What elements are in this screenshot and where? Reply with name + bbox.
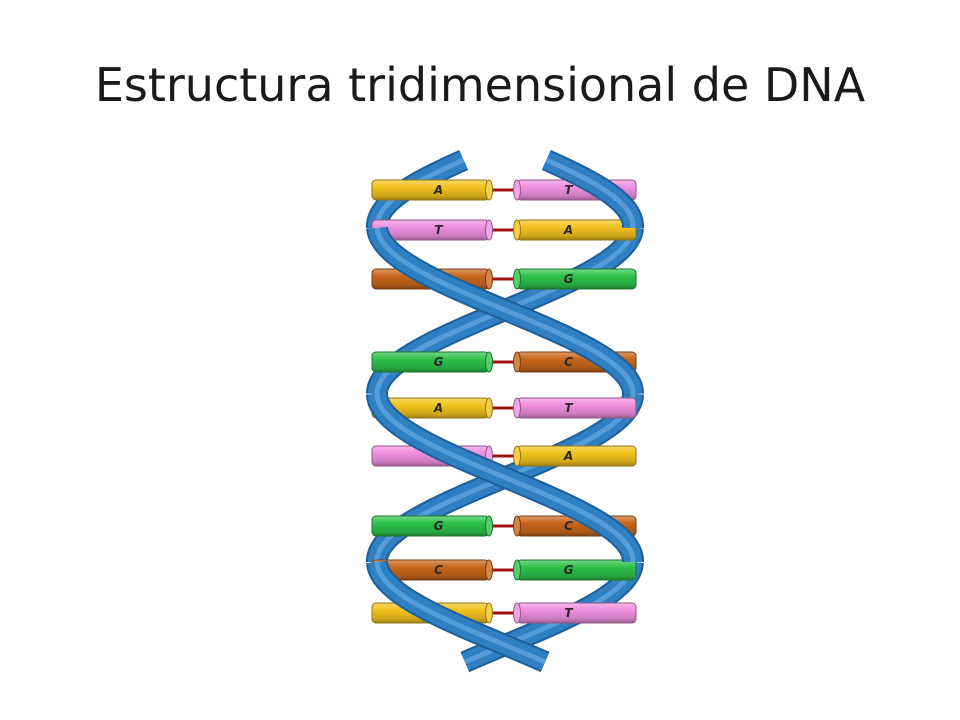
base-label-left: A — [433, 401, 443, 415]
base-label-right: C — [564, 355, 573, 369]
base-g-right — [516, 268, 637, 290]
slide-title: Estructura tridimensional de DNA — [94, 58, 866, 112]
base-label-right: A — [563, 223, 573, 237]
right-strand-highlight — [374, 227, 636, 395]
left-strand-highlight — [374, 393, 636, 562]
base-g-left — [371, 515, 490, 537]
base-cap — [485, 179, 493, 201]
base-cap — [513, 559, 521, 581]
base-cap — [513, 515, 521, 537]
base-cap — [485, 559, 493, 581]
right-strand-highlight — [374, 561, 547, 665]
base-label-right: T — [564, 606, 573, 620]
base-cap — [485, 219, 493, 241]
base-label-right: A — [563, 449, 573, 463]
base-cap — [513, 219, 521, 241]
base-t-right — [516, 602, 637, 624]
base-a-right — [516, 219, 637, 241]
base-label-right: C — [564, 519, 573, 533]
base-label-right: G — [564, 563, 574, 577]
base-label-right: T — [564, 183, 573, 197]
base-cap — [513, 602, 521, 624]
base-g-left — [371, 351, 490, 373]
base-cap — [485, 351, 493, 373]
base-cap — [513, 179, 521, 201]
base-label-right: G — [564, 272, 574, 286]
base-label-left: T — [434, 223, 443, 237]
base-cap — [485, 602, 493, 624]
left-strand-highlight — [545, 157, 636, 229]
base-cap — [513, 397, 521, 419]
base-label-left: G — [434, 355, 444, 369]
base-t-right — [516, 397, 637, 419]
base-cap — [513, 351, 521, 373]
base-label-right: T — [564, 401, 573, 415]
base-g-right — [516, 559, 637, 581]
base-cap — [513, 268, 521, 290]
helix-front-strands — [366, 149, 645, 673]
base-cap — [485, 268, 493, 290]
base-cap — [485, 397, 493, 419]
base-cap — [513, 445, 521, 467]
base-cap — [485, 515, 493, 537]
base-label-left: G — [434, 519, 444, 533]
base-a-right — [516, 445, 637, 467]
base-label-left: C — [434, 563, 443, 577]
base-label-left: A — [433, 183, 443, 197]
base-a-left — [371, 179, 490, 201]
